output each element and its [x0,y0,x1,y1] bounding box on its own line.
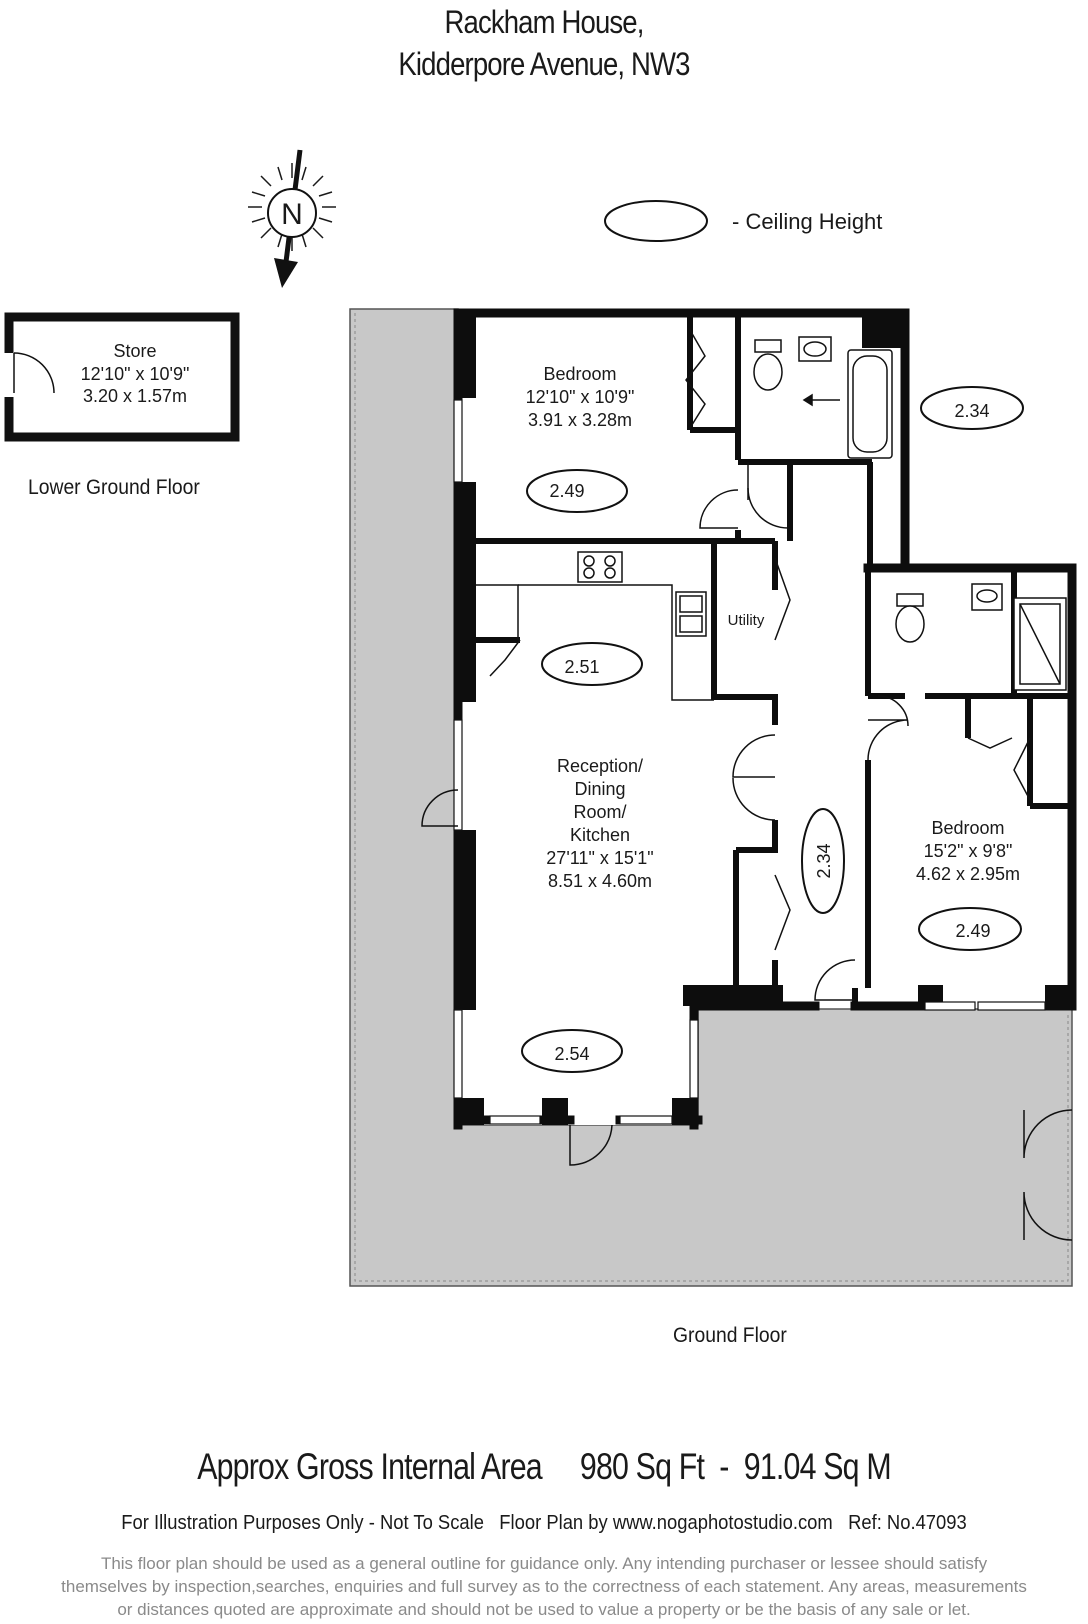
windows [453,399,1046,1125]
footer-note: For Illustration Purposes Only - Not To … [121,1512,484,1534]
disclaimer-line: themselves by inspection,searches, enqui… [61,1577,1027,1596]
bathroom-ceiling: 2.34 [954,401,989,421]
bedroom1-imperial: 12'10" x 10'9" [526,387,635,407]
legend-ellipse [604,200,708,242]
footer-credit: Floor Plan by www.nogaphotostudio.com [499,1512,833,1534]
footer: For Illustration Purposes Only - Not To … [44,1512,1045,1535]
gross-area-label: Approx Gross Internal Area [197,1446,542,1487]
interior-walls [476,313,1072,1006]
flat-interior [458,313,1072,1125]
utility-name: Utility [728,612,765,629]
compass-north-label: N [281,198,303,231]
toilet-icon [754,339,782,353]
store-metric: 3.20 x 1.57m [83,386,187,406]
lower-ground-floor-label: Lower Ground Floor [28,476,200,499]
legend-ceiling-height-label: - Ceiling Height [732,209,882,234]
bedroom2-ceiling: 2.49 [955,921,990,941]
gross-area: Approx Gross Internal Area 980 Sq Ft - 9… [98,1446,990,1488]
store-room: Store 12'10" x 10'9" 3.20 x 1.57m [2,312,240,442]
property-name: Rackham House, [444,4,644,40]
wall-piers [458,313,1072,1125]
bedroom2-name: Bedroom [931,818,1004,838]
reception-name-line1: Reception/ [557,756,643,776]
reception-name-line2: Dining [574,779,625,799]
ceiling-ellipses [521,386,1024,1073]
reception-imperial: 27'11" x 15'1" [546,848,653,868]
disclaimer-line: This floor plan should be used as a gene… [100,1554,988,1573]
floor-plan: N - Ceiling Height Store 12'10" x 10'9" … [2,149,1077,1287]
door-swings [421,462,1073,1241]
disclaimer: This floor plan should be used as a gene… [40,1552,1048,1621]
kitchen-ceiling: 2.51 [564,657,599,677]
compass-icon: N [248,149,336,288]
disclaimer-line: or distances quoted are approximate and … [117,1600,971,1619]
store-name: Store [113,341,156,361]
reception-name-line4: Kitchen [570,825,630,845]
bedroom2-imperial: 15'2" x 9'8" [924,841,1013,861]
hall-ceiling: 2.34 [814,843,834,878]
bedroom2-metric: 4.62 x 2.95m [916,864,1020,884]
store-imperial: 12'10" x 10'9" [81,364,190,384]
sink-icon [675,591,707,637]
property-address: Kidderpore Avenue, NW3 [398,46,690,82]
reception-name-line3: Room/ [573,802,626,822]
bathroom-fittings [753,336,1067,691]
footer-ref: Ref: No.47093 [848,1512,967,1534]
legend: - Ceiling Height [604,200,882,242]
gross-area-sqm: 91.04 Sq M [743,1446,892,1487]
bath-icon [847,349,893,459]
reception-ceiling: 2.54 [554,1044,589,1064]
ground-floor-label: Ground Floor [673,1324,787,1347]
gross-area-separator: - [719,1446,729,1487]
bedroom1-ceiling: 2.49 [549,481,584,501]
reception-metric: 8.51 x 4.60m [548,871,652,891]
ensuite-toilet-icon [896,593,924,607]
hob-icon [577,551,623,583]
kitchen-fittings [476,551,714,701]
wardrobe-doors [489,329,1031,951]
bedroom1-metric: 3.91 x 3.28m [528,410,632,430]
bedroom1-name: Bedroom [543,364,616,384]
gross-area-sqft: 980 Sq Ft [579,1446,705,1487]
